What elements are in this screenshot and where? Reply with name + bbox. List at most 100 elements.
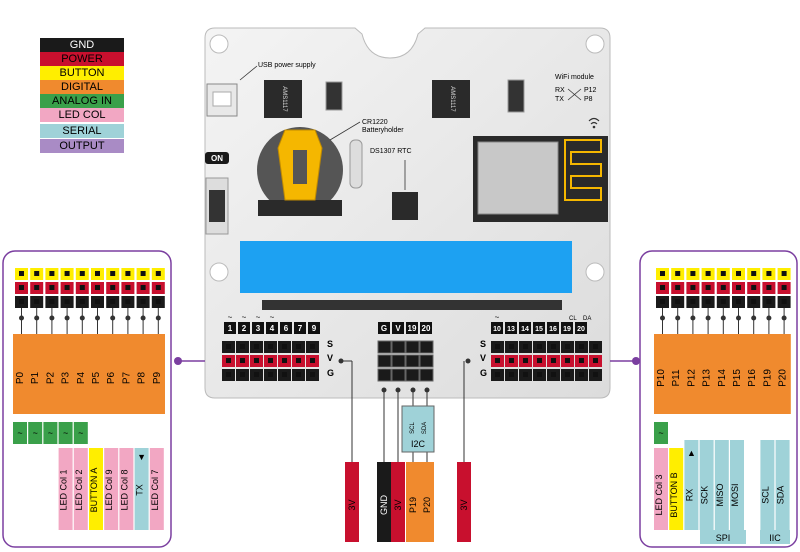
on-badge [205,152,229,164]
middle-header-pin-1-0 [377,354,392,368]
board-pin-label: V [395,324,401,333]
board-pin-label: 13 [507,326,515,333]
spi-group [700,530,746,544]
board-pin-box [252,322,264,334]
right-func-label: BUTTON B [669,472,679,517]
board-pin-box [533,322,545,334]
svg-text:S: S [327,339,333,349]
svg-text:TX: TX [555,96,564,103]
iic-group [760,530,790,544]
left-3v-wire-label: 3V [347,499,357,510]
board-pin-label: 1 [228,324,233,333]
left-analog-0 [13,422,27,444]
left-pin-label: P0 [15,371,26,384]
rtc-label: DS1307 RTC [370,148,412,155]
header-pins [222,340,602,382]
analog-tilde: ~ [256,313,261,322]
svg-text:S: S [480,339,486,349]
middle-header-pin-1-1 [391,354,406,368]
board-pin-box [561,322,573,334]
board-pin-box [505,322,517,334]
left-analog-label: ~ [17,428,22,438]
left-analog-label: ~ [63,428,68,438]
right-func-label: MISO [715,483,725,506]
legend-gnd: GND [40,38,124,52]
i2c-label: I2C [411,439,426,449]
middle-header-pin-1-3 [419,354,434,368]
left-pin-label: P8 [137,371,148,384]
middle-header-pin-0-2 [405,340,420,354]
legend-serial: SERIAL [40,124,124,138]
right-pin-label: P10 [656,369,667,387]
svg-text:V: V [480,353,486,363]
board-pin-label: G [381,324,387,333]
svg-text:V: V [327,353,333,363]
left-pin-label: P4 [76,371,87,384]
svg-text:Batteryholder: Batteryholder [362,127,404,134]
board-pin-box [308,322,320,334]
svg-text:AMS1117: AMS1117 [281,86,287,112]
board-pin-box [378,322,390,334]
legend-analog: ANALOG IN [40,94,124,108]
left-func-4 [119,448,134,530]
legend-button: BUTTON [40,66,124,80]
board-pin-box [280,322,292,334]
board-pin-label: 7 [298,324,303,333]
mid-3v-wire-label: 3V [393,499,403,510]
left-func-0 [58,448,73,530]
usb-label: USB power supply [258,62,316,69]
right-pin-label: P16 [747,369,758,387]
left-analog-4 [73,422,88,444]
right-analog-0 [654,422,668,444]
left-func-label: TX [135,484,145,496]
left-func-2 [89,448,103,530]
p20-wire [420,462,434,542]
right-pin-label: P13 [702,369,713,387]
right-3v-wire [457,462,471,542]
left-func-label: LED Col 8 [119,469,129,510]
mid-3v-wire [391,462,405,542]
svg-text:P8: P8 [584,96,593,103]
svg-text:CL: CL [569,316,577,322]
board-pin-box [420,322,432,334]
left-func-label: LED Col 7 [150,469,160,510]
board-pin-label: 20 [422,324,431,333]
right-pin-label: P19 [762,369,773,387]
lcd-display [240,241,572,293]
board-pin-box [238,322,250,334]
right-pin-label: P11 [671,369,682,386]
right-pin-label: P15 [732,369,743,387]
right-func-label: LED Col 3 [654,474,664,515]
left-analog-label: ~ [48,428,53,438]
legend-power: POWER [40,52,124,66]
svg-text:CR1220: CR1220 [362,119,388,126]
right-func-6 [760,440,775,530]
right-digital-block [654,334,791,414]
left-pin-label: P7 [121,371,132,384]
iic-label: IIC [769,533,781,543]
right-func-label: MOSI [730,483,740,506]
board-pin-label: 15 [535,326,543,333]
legend-output: OUTPUT [40,139,124,153]
left-analog-label: ~ [33,428,38,438]
middle-header-pin-0-1 [391,340,406,354]
svg-text:G: G [480,368,487,378]
right-func-label: SCK [700,486,710,505]
board-pin-label: 16 [549,326,557,333]
right-func-3 [699,440,714,530]
left-pin-label: P6 [106,371,117,384]
left-analog-3 [58,422,73,444]
right-analog-label: ~ [658,428,663,438]
right-func-0 [654,448,668,530]
left-func-label: LED Col 2 [74,469,84,510]
scl-label: SCL [410,422,416,434]
left-func-3 [104,448,119,530]
board-pin-box [575,322,587,334]
board-pin-label: 10 [493,326,501,333]
left-analog-1 [28,422,43,444]
middle-header-pin-2-1 [391,368,406,382]
middle-header-pin-2-0 [377,368,392,382]
regulator-chip-1 [264,80,302,118]
right-pin-label: P12 [686,369,697,387]
